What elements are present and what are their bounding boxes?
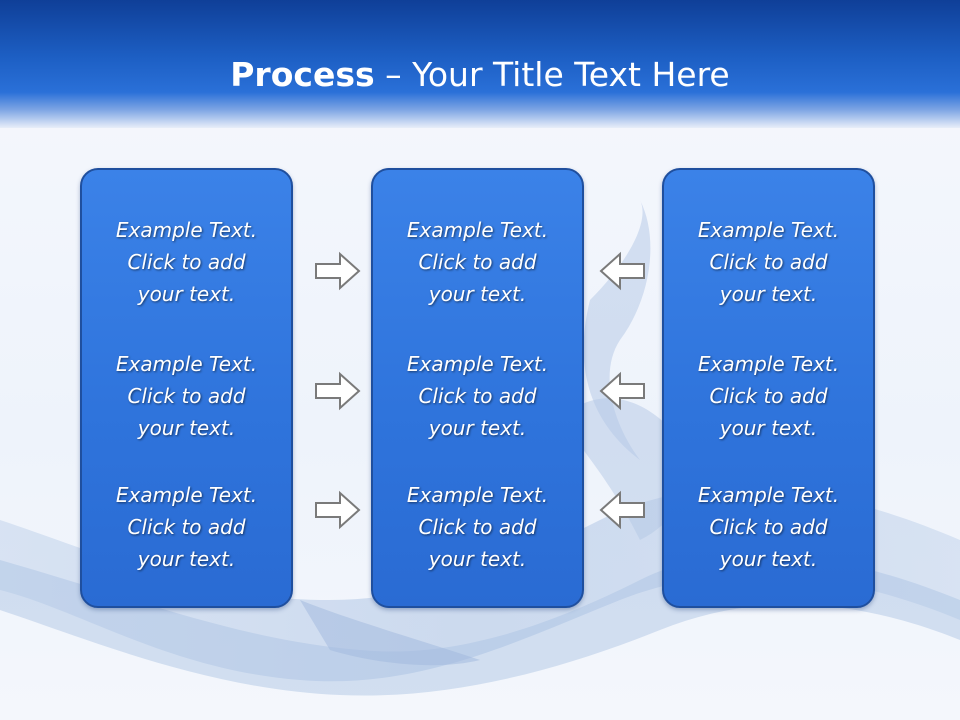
left-arrow-icon[interactable] <box>598 371 646 411</box>
process-box-middle[interactable]: Example Text. Click to add your text. Ex… <box>371 168 584 608</box>
text-line: your text. <box>719 547 818 571</box>
text-line: Example Text. <box>115 352 258 376</box>
text-line: your text. <box>137 282 236 306</box>
right-arrow-icon[interactable] <box>314 490 362 530</box>
text-placeholder[interactable]: Example Text. Click to add your text. <box>664 348 873 444</box>
text-line: your text. <box>719 416 818 440</box>
title-bold-word: Process <box>230 55 375 94</box>
text-line: Example Text. <box>697 352 840 376</box>
text-line: Example Text. <box>406 218 549 242</box>
text-placeholder[interactable]: Example Text. Click to add your text. <box>82 479 291 575</box>
text-placeholder[interactable]: Example Text. Click to add your text. <box>664 214 873 310</box>
right-arrow-icon[interactable] <box>314 251 362 291</box>
right-arrow-icon[interactable] <box>314 371 362 411</box>
text-line: Example Text. <box>697 483 840 507</box>
text-line: Click to add <box>127 515 246 539</box>
left-arrow-icon[interactable] <box>598 490 646 530</box>
text-placeholder[interactable]: Example Text. Click to add your text. <box>664 479 873 575</box>
text-line: your text. <box>428 416 527 440</box>
process-box-right[interactable]: Example Text. Click to add your text. Ex… <box>662 168 875 608</box>
text-placeholder[interactable]: Example Text. Click to add your text. <box>82 348 291 444</box>
slide-title[interactable]: Process – Your Title Text Here <box>0 54 960 96</box>
text-line: your text. <box>428 282 527 306</box>
text-line: your text. <box>719 282 818 306</box>
text-line: Click to add <box>127 250 246 274</box>
left-arrow-icon[interactable] <box>598 251 646 291</box>
text-placeholder[interactable]: Example Text. Click to add your text. <box>373 479 582 575</box>
text-line: your text. <box>137 416 236 440</box>
text-line: Example Text. <box>697 218 840 242</box>
text-line: Click to add <box>127 384 246 408</box>
text-line: Example Text. <box>115 218 258 242</box>
text-line: your text. <box>428 547 527 571</box>
text-line: Example Text. <box>406 483 549 507</box>
text-line: your text. <box>137 547 236 571</box>
text-line: Click to add <box>418 515 537 539</box>
text-line: Click to add <box>709 250 828 274</box>
text-placeholder[interactable]: Example Text. Click to add your text. <box>373 214 582 310</box>
text-line: Click to add <box>418 384 537 408</box>
process-box-left[interactable]: Example Text. Click to add your text. Ex… <box>80 168 293 608</box>
text-line: Example Text. <box>115 483 258 507</box>
title-bar <box>0 0 960 128</box>
text-line: Click to add <box>418 250 537 274</box>
text-line: Example Text. <box>406 352 549 376</box>
text-line: Click to add <box>709 515 828 539</box>
text-placeholder[interactable]: Example Text. Click to add your text. <box>82 214 291 310</box>
text-placeholder[interactable]: Example Text. Click to add your text. <box>373 348 582 444</box>
title-rest: – Your Title Text Here <box>374 55 730 94</box>
text-line: Click to add <box>709 384 828 408</box>
